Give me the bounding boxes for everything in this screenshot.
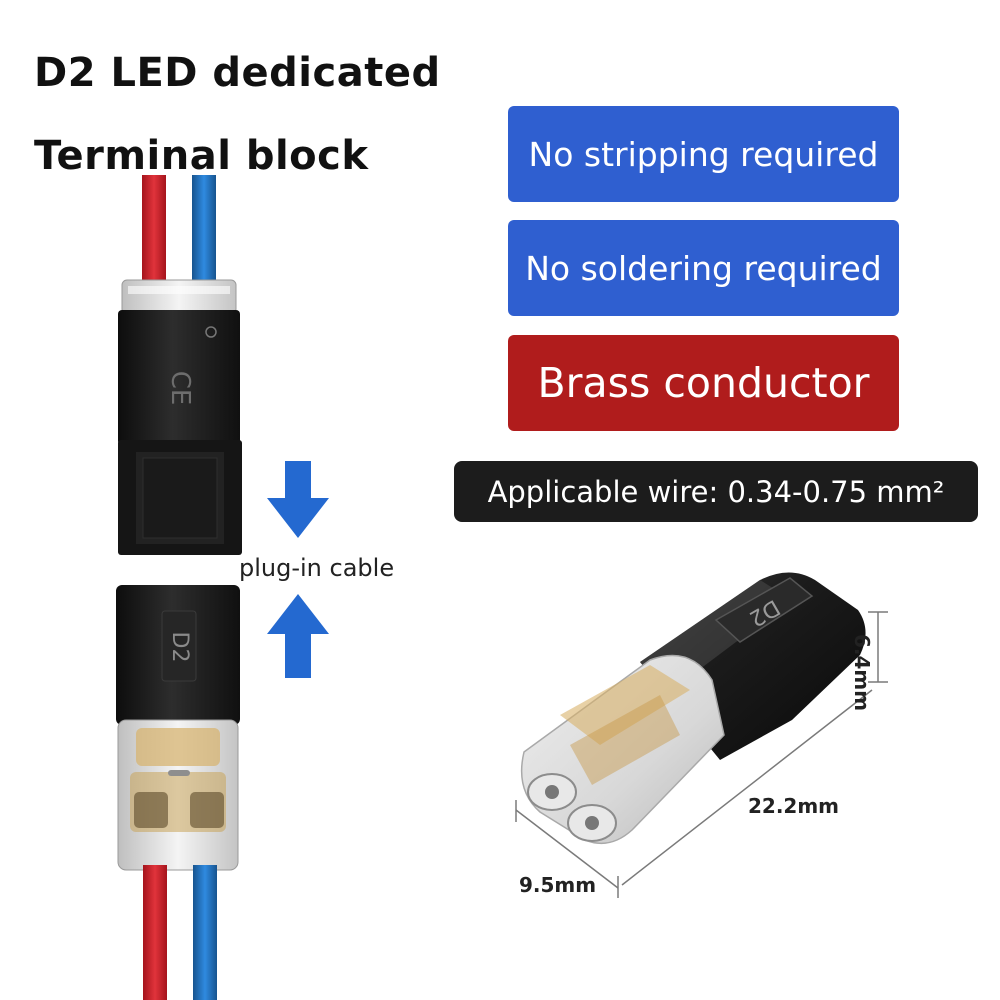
length-dimension-label: 22.2mm bbox=[748, 794, 840, 818]
red-wire-bottom bbox=[143, 865, 167, 1000]
blue-wire-bottom bbox=[193, 865, 217, 1000]
wire-spec-badge: Applicable wire: 0.34-0.75 mm² bbox=[454, 461, 978, 522]
product-connector: D2 bbox=[520, 572, 866, 845]
up-arrow-icon bbox=[267, 594, 329, 678]
title-line-1: D2 LED dedicated bbox=[34, 50, 441, 96]
dimension-lines bbox=[515, 611, 888, 898]
ce-mark: CE bbox=[165, 371, 195, 406]
feature-badge-brass-conductor: Brass conductor bbox=[508, 335, 899, 431]
width-dimension-label: 9.5mm bbox=[519, 873, 597, 897]
blue-wire-top bbox=[192, 175, 216, 295]
top-connector: CE bbox=[118, 279, 242, 555]
feature-badge-no-stripping: No stripping required bbox=[508, 106, 899, 202]
bottom-wires bbox=[143, 865, 217, 1000]
top-wires bbox=[142, 175, 216, 295]
plug-in-cable-label: plug-in cable bbox=[239, 554, 395, 582]
bottom-connector: D2 bbox=[116, 585, 240, 871]
red-wire-top bbox=[142, 175, 166, 295]
title-line-2: Terminal block bbox=[34, 133, 369, 179]
height-dimension-label: 6.4mm bbox=[850, 634, 874, 712]
feature-badge-no-soldering: No soldering required bbox=[508, 220, 899, 316]
d2-mark: D2 bbox=[167, 632, 192, 663]
down-arrow-icon bbox=[267, 461, 329, 538]
